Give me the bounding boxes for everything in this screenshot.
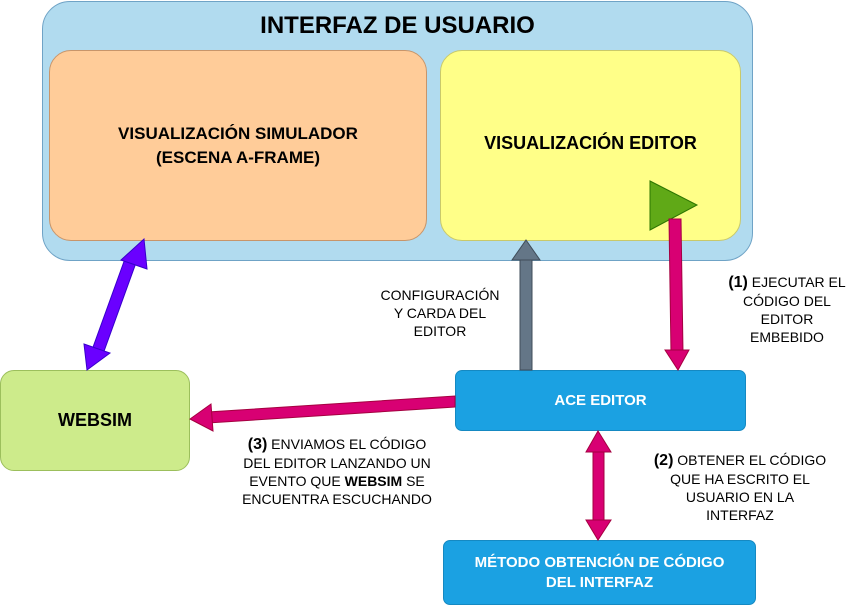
sim-websim-arrow <box>83 237 148 371</box>
send-code-note-line2: DEL EDITOR LANZANDO UN <box>243 455 431 471</box>
send-code-note-line4: ENCUENTRA ESCUCHANDO <box>242 491 432 507</box>
play-triangle-icon <box>649 180 699 231</box>
editor-view-label: VISUALIZACIÓN EDITOR <box>484 133 697 153</box>
execute-step-number: (1) <box>728 274 748 291</box>
get-code-note-line4: INTERFAZ <box>706 507 774 523</box>
websim-label: WEBSIM <box>58 410 132 430</box>
send-code-note-websim: WEBSIM <box>344 473 403 489</box>
get-code-step-number: (2) <box>653 452 674 469</box>
send-code-note-line3-post: SE <box>402 473 425 489</box>
simulator-label-line2: (ESCENA A-FRAME) <box>155 147 320 167</box>
get-code-note: (2) OBTENER EL CÓDIGO QUE HA ESCRITO EL … <box>630 451 850 524</box>
send-code-note: (3) ENVIAMOS EL CÓDIGO DEL EDITOR LANZAN… <box>212 435 462 508</box>
send-code-note-line1: ENVIAMOS EL CÓDIGO <box>267 436 427 452</box>
method-label-line2: DEL INTERFAZ <box>545 573 654 591</box>
get-code-note-line3: USUARIO EN LA <box>685 489 795 505</box>
execute-note-line2: CÓDIGO DEL <box>743 293 831 309</box>
simulator-view-box: VISUALIZACIÓN SIMULADOR (ESCENA A-FRAME) <box>49 50 427 241</box>
ace-editor-label: ACE EDITOR <box>554 392 647 409</box>
execute-arrow <box>664 218 690 371</box>
simulator-label-line1: VISUALIZACIÓN SIMULADOR <box>118 123 358 143</box>
get-code-note-line2: QUE HA ESCRITO EL <box>670 471 810 487</box>
config-arrow <box>511 239 541 371</box>
execute-note-line4: EMBEBIDO <box>750 329 824 345</box>
user-interface-title: INTERFAZ DE USUARIO <box>260 12 535 39</box>
config-note-line1: CONFIGURACIÓN <box>380 287 500 303</box>
method-label-line1: MÉTODO OBTENCIÓN DE CÓDIGO <box>474 553 725 571</box>
websim-box: WEBSIM <box>0 370 190 471</box>
config-note: CONFIGURACIÓN Y CARDA DEL EDITOR <box>350 286 530 340</box>
execute-note: (1) EJECUTAR EL CÓDIGO DEL EDITOR EMBEBI… <box>712 273 861 346</box>
config-note-line3: EDITOR <box>413 323 467 339</box>
get-code-note-line1: OBTENER EL CÓDIGO <box>673 452 827 468</box>
ace-editor-box: ACE EDITOR <box>455 370 746 431</box>
send-code-step-number: (3) <box>247 436 268 453</box>
send-code-note-line3-pre: EVENTO QUE <box>249 473 345 489</box>
send-code-arrow <box>189 395 456 432</box>
get-code-arrow <box>585 430 612 541</box>
execute-note-line3: EDITOR <box>760 311 814 327</box>
execute-note-line1: EJECUTAR EL <box>747 274 846 290</box>
code-retrieval-method-box: MÉTODO OBTENCIÓN DE CÓDIGO DEL INTERFAZ <box>443 540 756 605</box>
editor-view-box: VISUALIZACIÓN EDITOR <box>440 50 741 241</box>
config-note-line2: Y CARDA DEL <box>393 305 487 321</box>
